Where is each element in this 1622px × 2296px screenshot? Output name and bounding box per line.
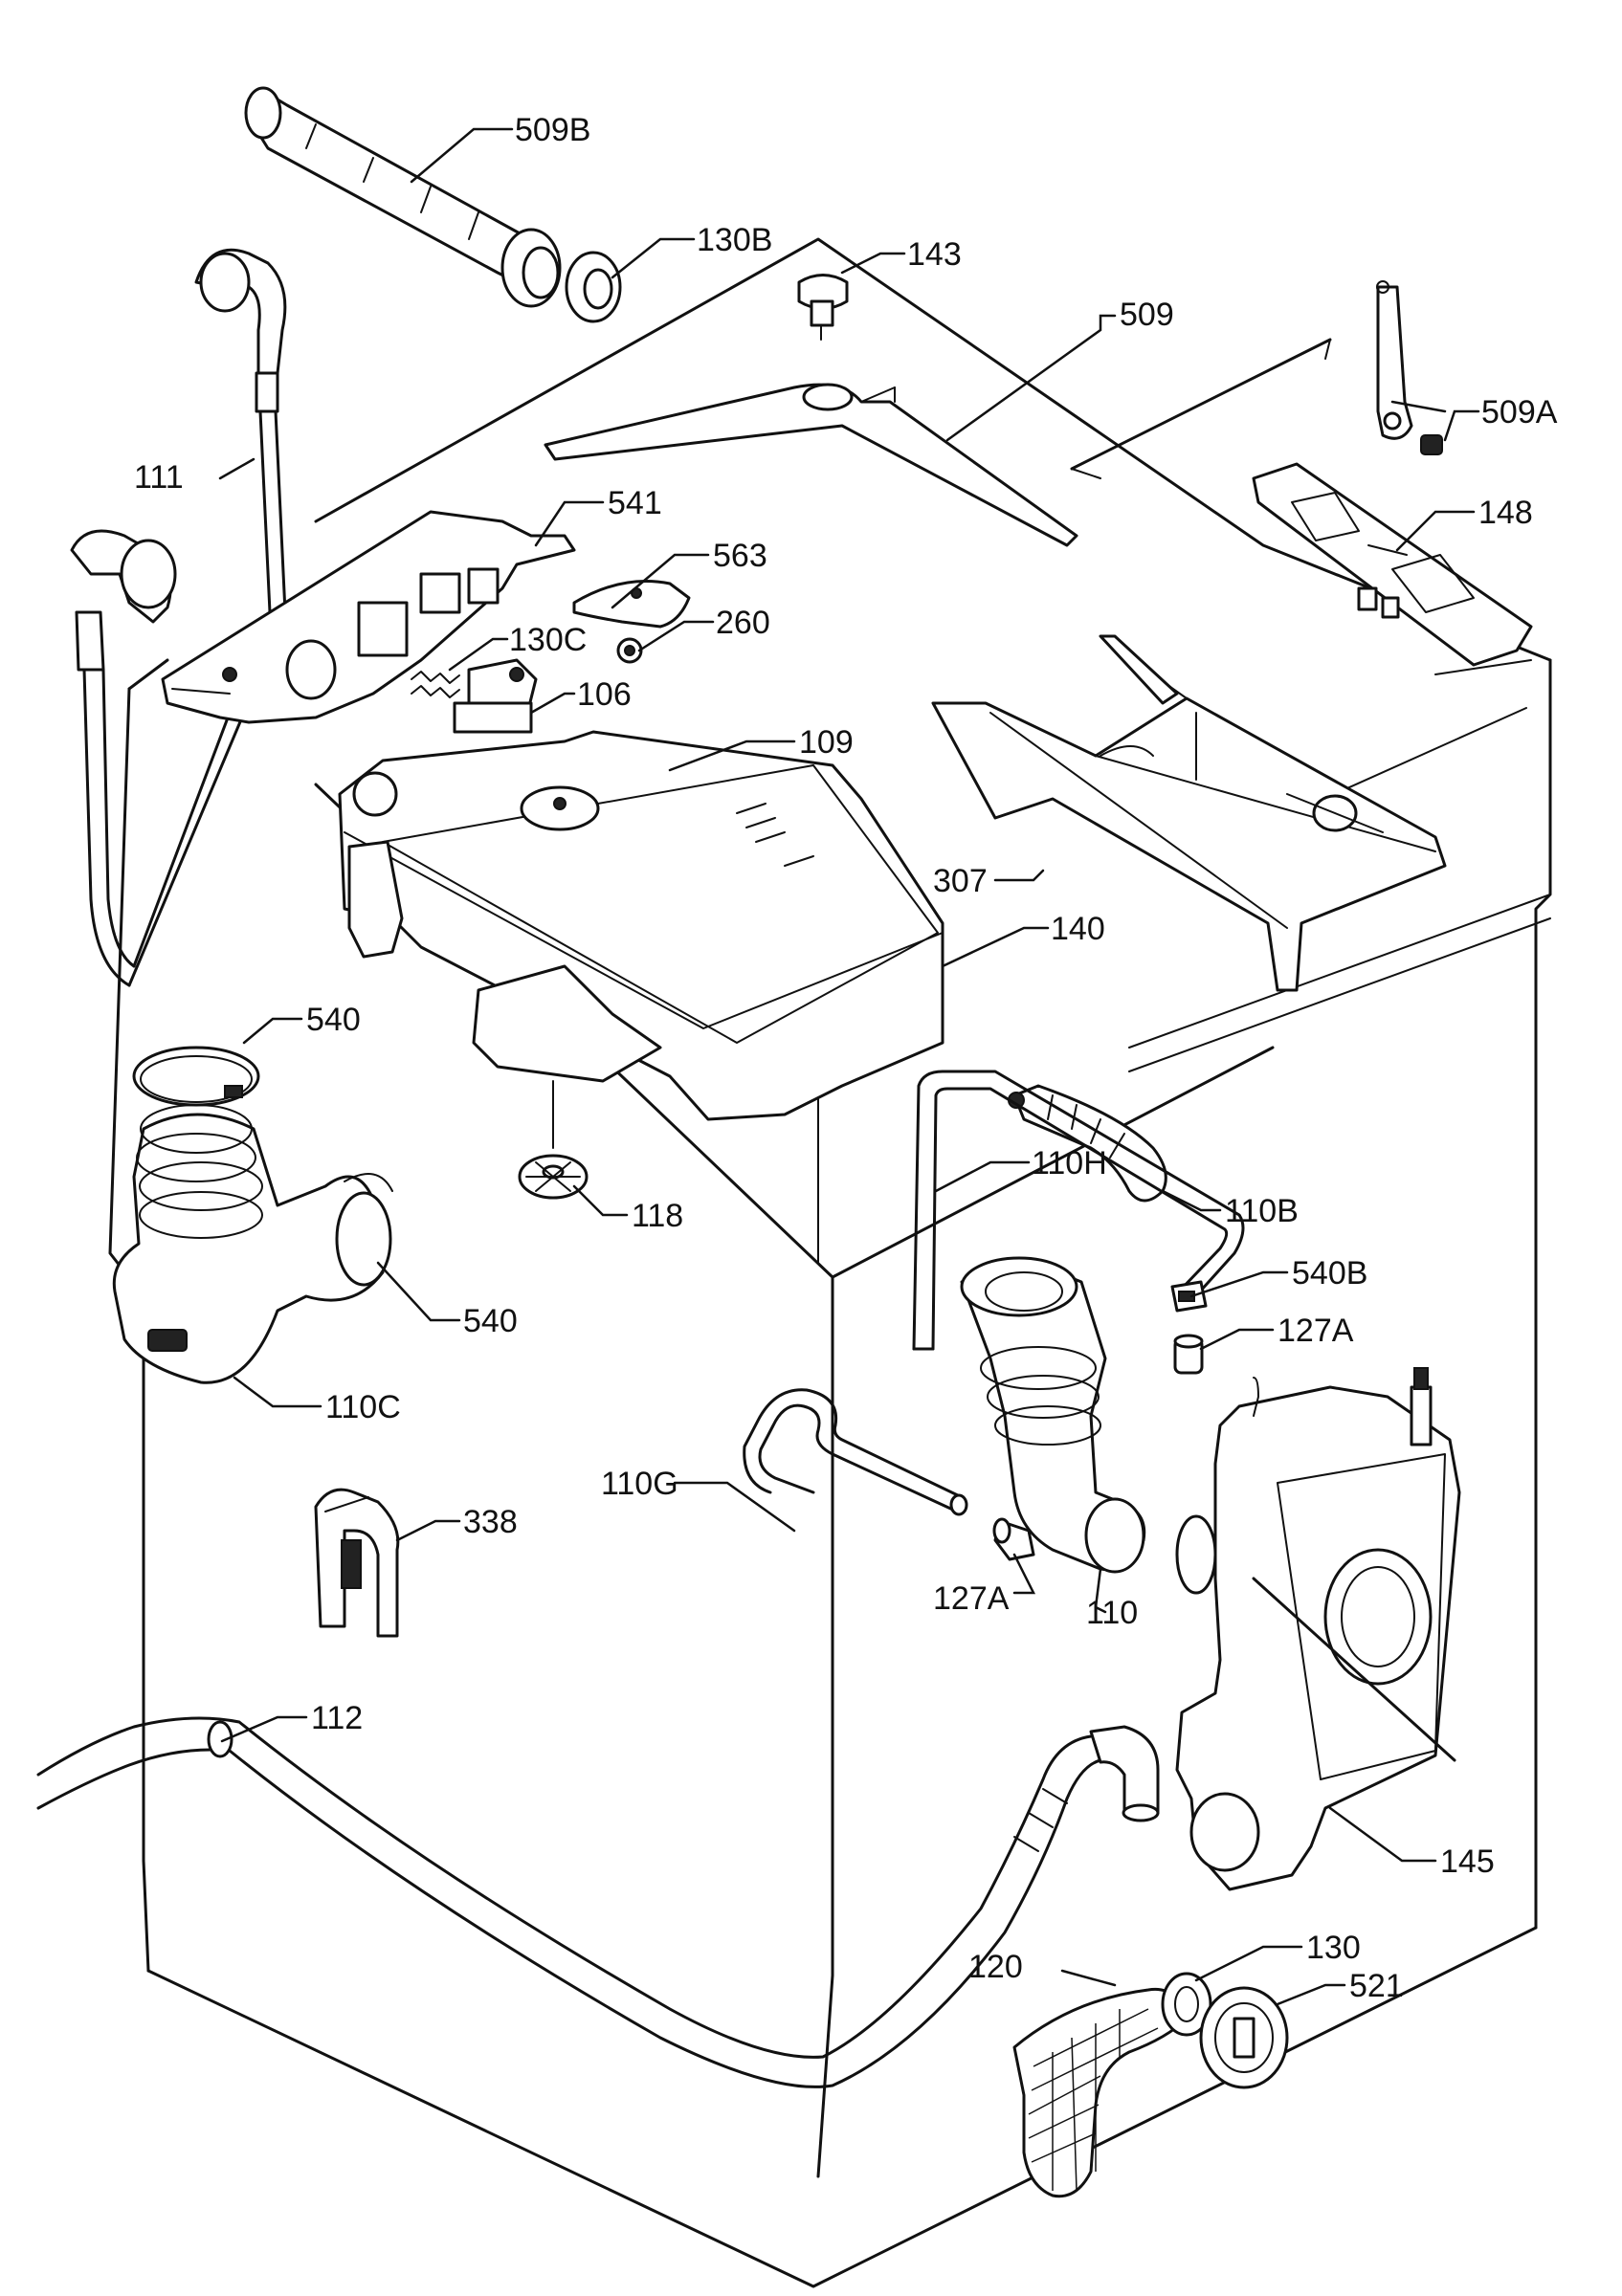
label-541: 541 [608,485,662,521]
label-338: 338 [463,1504,518,1540]
valve-106 [453,658,538,734]
label-110b: 110B [1225,1193,1299,1229]
label-540b: 540B [1292,1255,1367,1292]
label-509b: 509B [515,112,590,148]
label-540-lower: 540 [463,1303,518,1339]
inlet-hose-left [70,529,246,987]
knob-143 [797,274,849,341]
spring-130c [411,671,460,698]
clip-540b [1170,1280,1208,1313]
label-110c: 110C [325,1389,401,1425]
nut-130b [565,251,622,323]
label-127a-lower: 127A [933,1580,1010,1617]
label-130b: 130B [697,222,772,258]
clip-338 [314,1488,400,1638]
label-521: 521 [1349,1968,1404,2004]
bracket-541 [161,510,576,724]
cap-127a-lower [992,1517,1035,1561]
label-145: 145 [1440,1843,1495,1880]
lever-509 [544,338,1332,547]
elbow-110 [960,1256,1146,1574]
cap-127a-upper [1173,1334,1204,1375]
label-112: 112 [311,1700,363,1736]
label-130: 130 [1306,1930,1361,1966]
label-143: 143 [907,236,962,273]
leader-lines [218,127,1480,2006]
filter-120 [1012,1987,1189,2198]
cam-563 [572,580,691,629]
label-109: 109 [799,724,854,761]
dispenser-housing-109 [338,730,944,1149]
handle-148 [1252,462,1533,667]
hose-111 [194,248,287,614]
label-110h: 110H [1032,1145,1107,1181]
label-120: 120 [968,1949,1023,1985]
label-509a: 509A [1481,394,1558,430]
label-260: 260 [716,605,770,641]
sump-hose-110c [112,1104,392,1384]
filter-118 [518,1154,589,1200]
label-563: 563 [713,538,767,574]
label-118: 118 [632,1198,683,1234]
drawer-307 [931,634,1447,992]
clamp-540-lower [344,1173,393,1192]
spring-260 [616,637,643,664]
inlet-pipe-509b [244,86,562,308]
label-130c: 130C [509,622,587,658]
label-106: 106 [577,676,632,713]
drain-hose-112 [36,1716,1160,2088]
cap-521 [1199,1986,1289,2089]
tube-110g [743,1388,968,1516]
pump-145 [1175,1367,1461,1891]
label-111: 111 [134,459,184,496]
lever-509a [1376,280,1443,455]
hose-110b [1008,1084,1167,1203]
clamp-540-upper [132,1046,260,1107]
label-307: 307 [933,863,988,899]
label-110g: 110G [601,1466,678,1502]
label-127a-upper: 127A [1278,1313,1354,1349]
label-148: 148 [1478,495,1533,531]
part-labels: 509B 130B 143 509 509A 111 541 563 148 1… [134,112,1558,2004]
tube-110h [912,1070,1245,1351]
label-110: 110 [1086,1595,1138,1631]
label-140: 140 [1051,911,1105,947]
label-509: 509 [1120,297,1174,333]
label-540-upper: 540 [306,1002,361,1038]
